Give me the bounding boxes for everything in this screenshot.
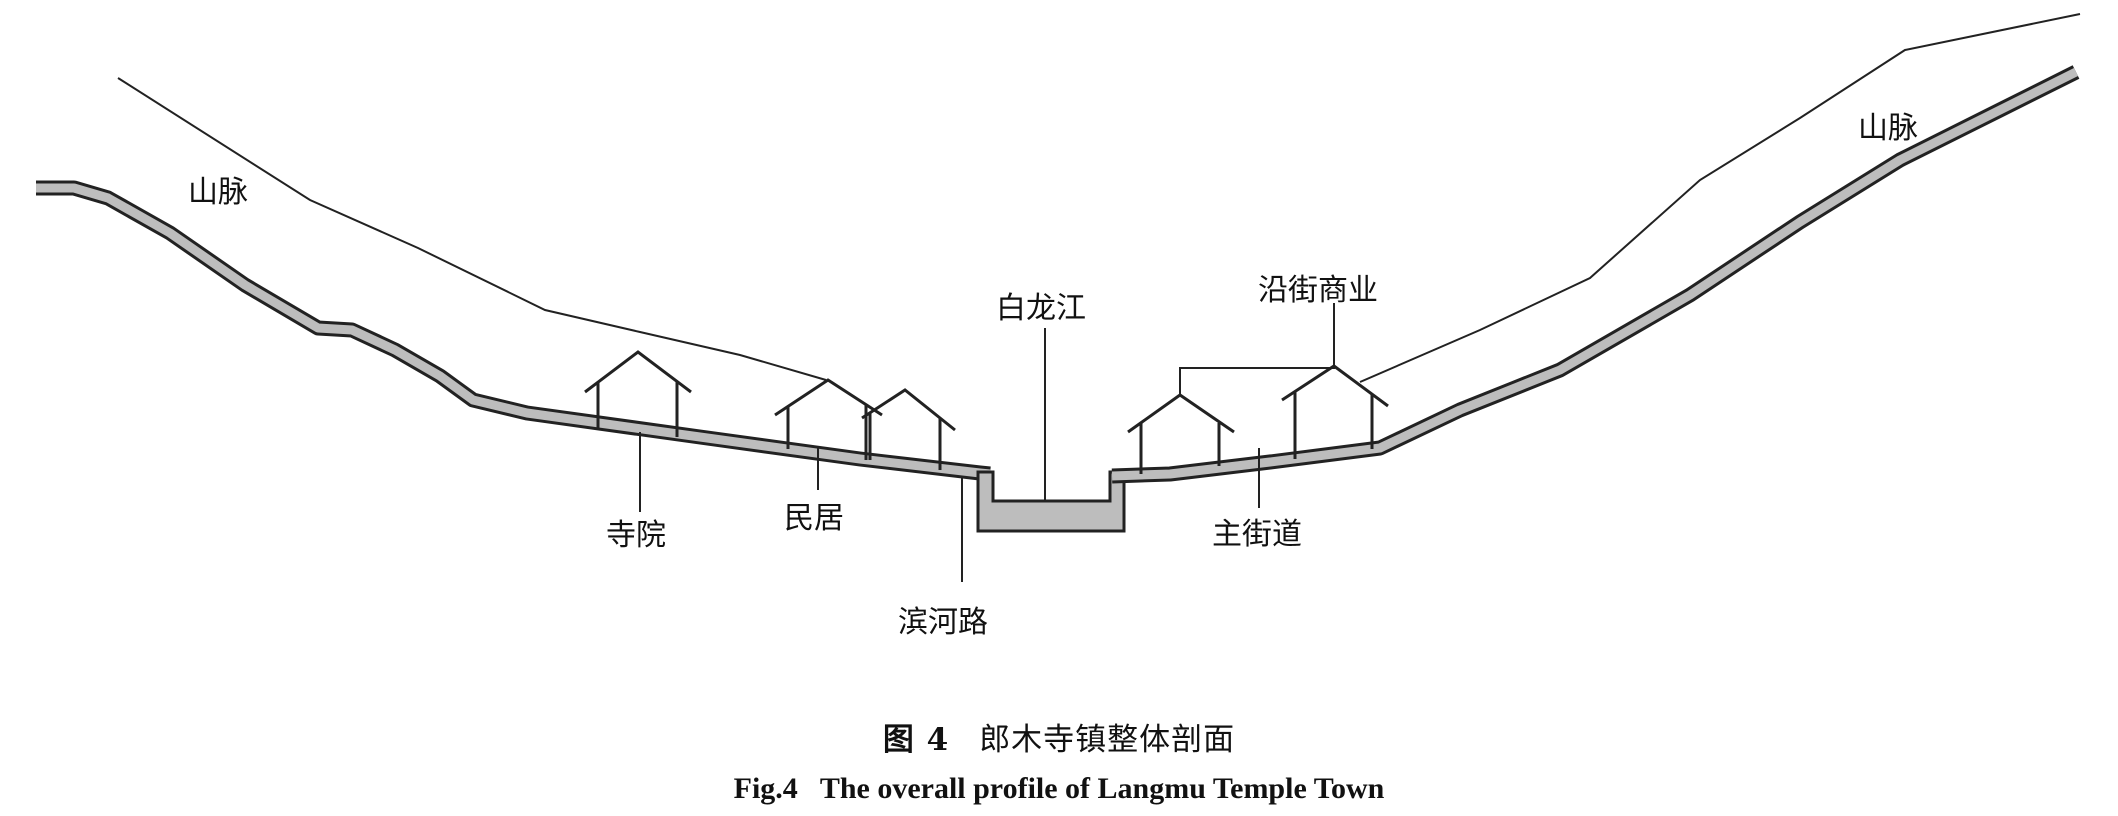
label-mountain-left: 山脉 bbox=[188, 175, 248, 210]
town-profile-diagram: 山脉 山脉 白龙江 沿街商业 寺院 民居 滨河路 主街道 bbox=[36, 13, 2081, 640]
label-street-commerce: 沿街商业 bbox=[1258, 273, 1378, 308]
house-temple bbox=[584, 350, 692, 437]
label-temple: 寺院 bbox=[606, 518, 666, 553]
ground-profile-right-inner bbox=[1111, 67, 2079, 481]
ground-profile-left bbox=[36, 180, 991, 482]
figure-title-cn: 郎木寺镇整体剖面 bbox=[979, 722, 1236, 758]
label-riverside-road: 滨河路 bbox=[898, 605, 988, 640]
label-river: 白龙江 bbox=[996, 291, 1086, 326]
figure-number-cn: 图 4 bbox=[882, 722, 950, 758]
label-mountain-right: 山脉 bbox=[1858, 111, 1918, 146]
far-mountain-line-right bbox=[1359, 13, 2081, 383]
label-residence: 民居 bbox=[784, 501, 844, 536]
house-commerce-1 bbox=[1127, 393, 1235, 474]
label-main-street: 主街道 bbox=[1212, 517, 1302, 552]
ground-profile-left-inner bbox=[36, 183, 991, 479]
figure-caption-english: Fig.4 The overall profile of Langmu Templ… bbox=[0, 772, 2118, 806]
far-mountain-line bbox=[117, 77, 827, 381]
leader-street-commerce bbox=[1179, 303, 1335, 395]
figure-number-en: Fig.4 bbox=[733, 772, 798, 805]
house-residence-1 bbox=[774, 378, 883, 460]
house-residence-2 bbox=[861, 388, 956, 470]
figure-title-en: The overall profile of Langmu Temple Tow… bbox=[819, 772, 1385, 805]
house-commerce-2 bbox=[1281, 364, 1389, 459]
figure-caption-chinese: 图 4 郎木寺镇整体剖面 bbox=[0, 714, 2118, 759]
